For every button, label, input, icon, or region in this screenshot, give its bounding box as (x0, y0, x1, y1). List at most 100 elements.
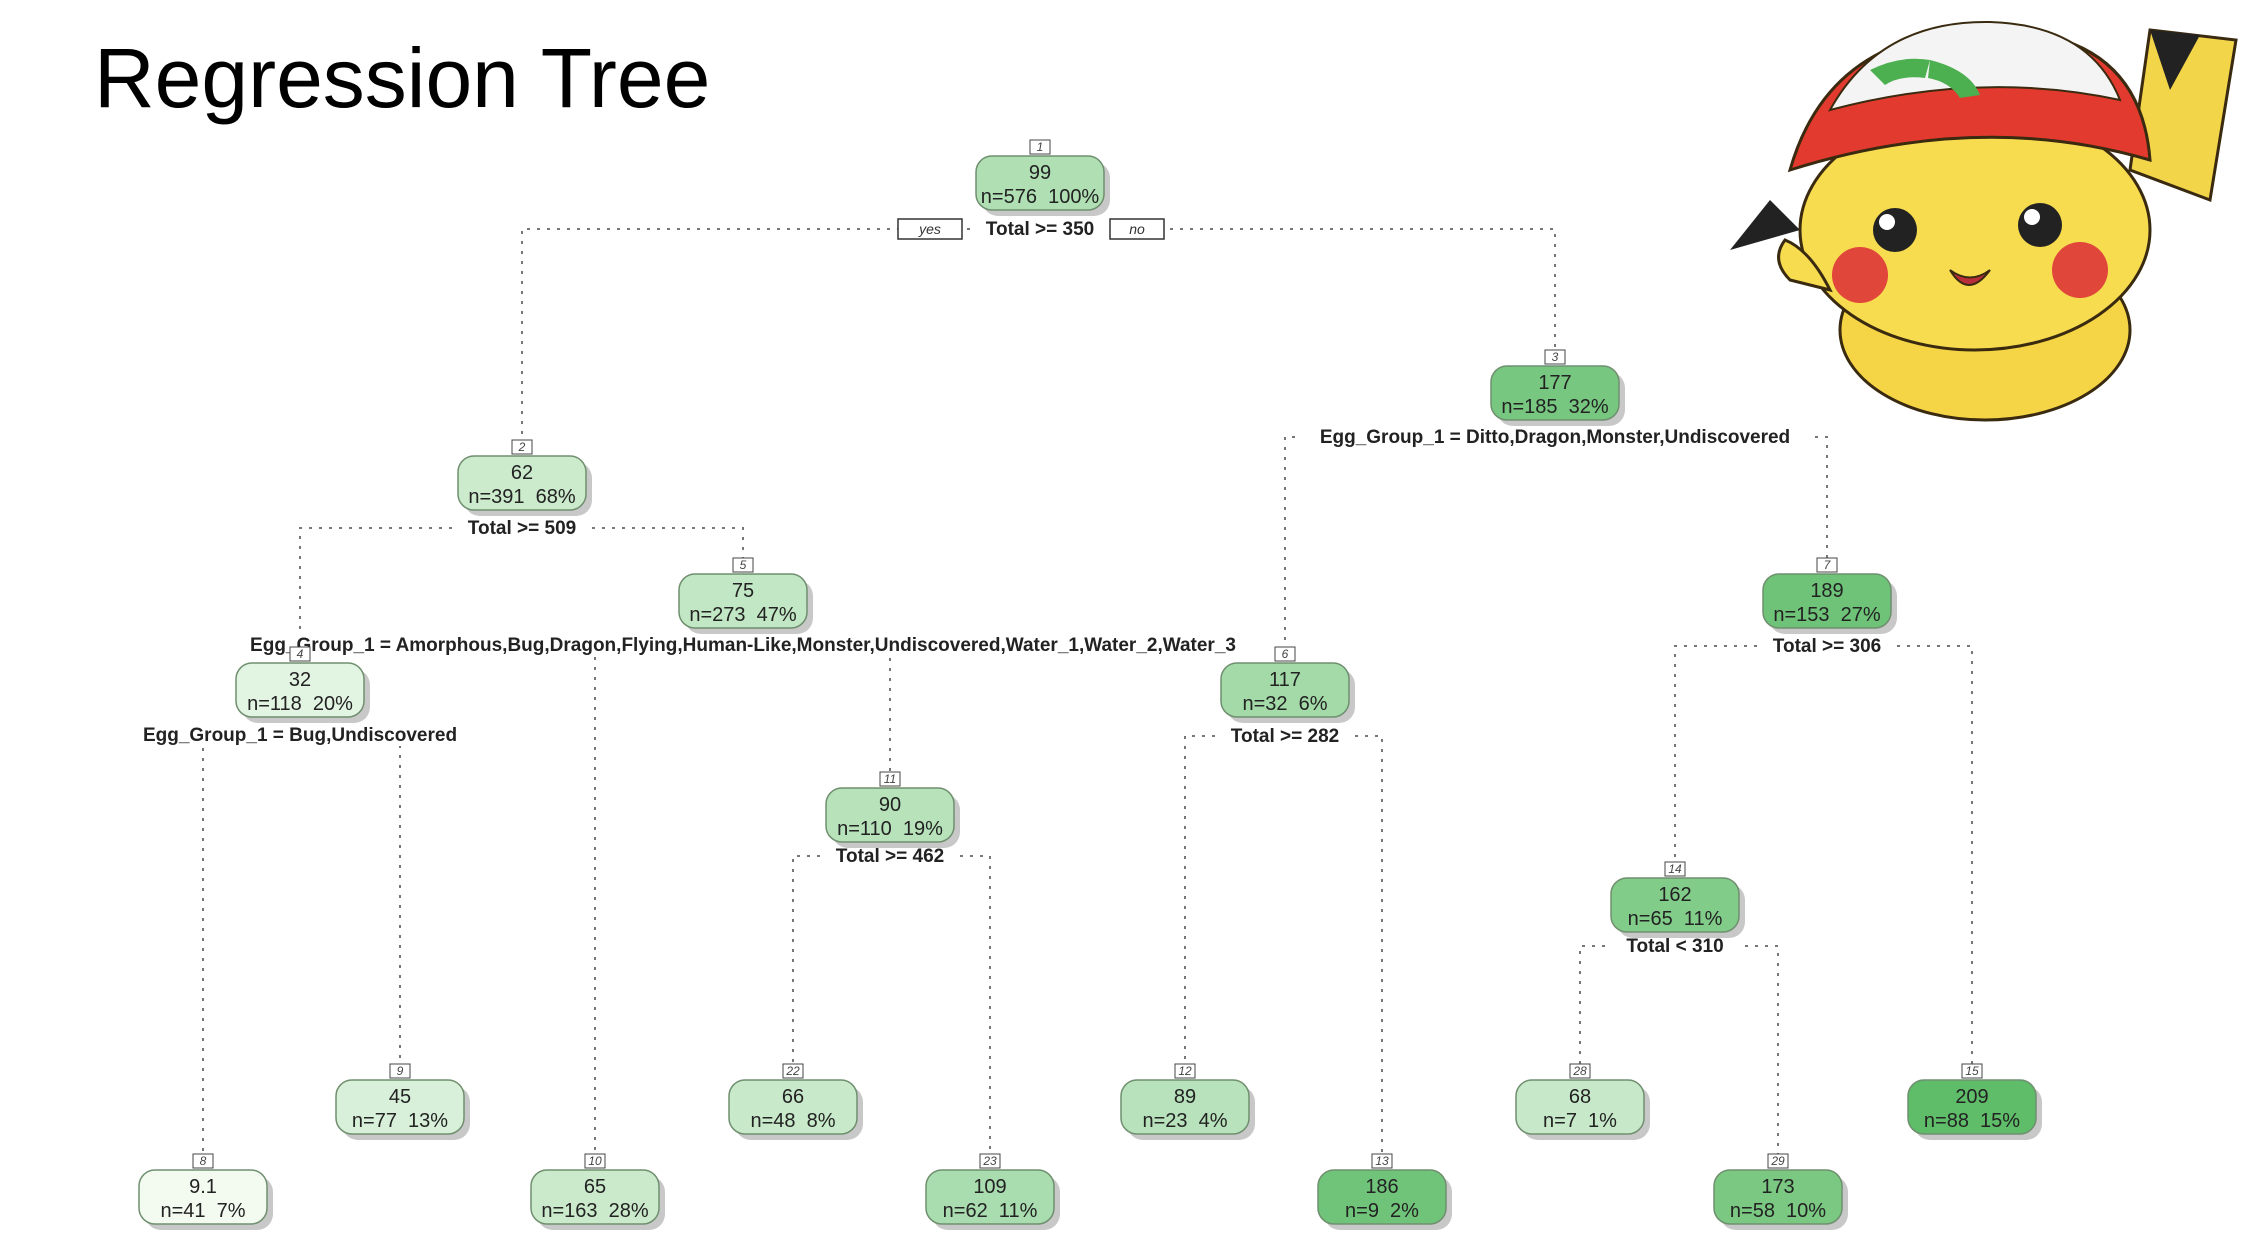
node-id: 7 (1824, 558, 1832, 572)
node-stats: n=576 100% (981, 186, 1100, 208)
node-value: 162 (1658, 884, 1691, 906)
tree-node-8: 89.1n=41 7% (138, 1153, 273, 1230)
tree-edge (1827, 645, 1973, 1067)
split-label-background (133, 722, 467, 746)
node-id: 14 (1668, 862, 1682, 876)
split-rule-11: Total >= 462 (836, 846, 944, 867)
page-title: Regression Tree (94, 31, 711, 125)
node-id: 10 (588, 1154, 602, 1168)
pikachu-illustration (1730, 20, 2238, 422)
split-label-background (452, 515, 592, 539)
node-box (457, 455, 587, 511)
tree-edge (1184, 735, 1285, 1067)
node-stats: n=32 6% (1242, 693, 1327, 715)
tree-edge (1579, 945, 1675, 1067)
node-box (1490, 365, 1620, 421)
node-value: 109 (973, 1176, 1006, 1198)
node-id-tag (1371, 1153, 1393, 1169)
tree-edge (300, 734, 401, 1067)
node-value: 75 (732, 580, 754, 602)
node-stats: n=153 27% (1773, 604, 1881, 626)
node-value: 117 (1269, 669, 1301, 691)
node-id: 1 (1037, 140, 1044, 154)
tree-edge (1284, 436, 1555, 650)
tree-edge (1675, 945, 1779, 1157)
node-box (1120, 1079, 1250, 1135)
node-value: 189 (1810, 580, 1843, 602)
split-rule-4: Egg_Group_1 = Bug,Undiscovered (143, 725, 457, 746)
node-id-tag (879, 771, 901, 787)
node-id-tag (1767, 1153, 1789, 1169)
node-id-tag (1569, 1063, 1591, 1079)
node-id: 6 (1282, 647, 1289, 661)
node-id: 15 (1965, 1064, 1979, 1078)
yes-branch-label: yes (897, 218, 963, 240)
node-id-tag (1816, 557, 1838, 573)
node-id-tag (979, 1153, 1001, 1169)
node-id: 23 (982, 1154, 997, 1168)
node-value: 65 (584, 1176, 606, 1198)
svg-text:no: no (1129, 221, 1145, 237)
node-box (1515, 1079, 1645, 1135)
node-value: 89 (1174, 1086, 1196, 1108)
node-stats: n=7 1% (1543, 1110, 1617, 1132)
node-id-tag (1029, 139, 1051, 155)
node-id: 3 (1552, 350, 1559, 364)
node-id-tag (732, 557, 754, 573)
node-box (975, 155, 1105, 211)
node-box (728, 1079, 858, 1135)
node-box (530, 1169, 660, 1225)
node-id-tag (192, 1153, 214, 1169)
node-id-tag (1274, 646, 1296, 662)
node-value: 66 (782, 1086, 804, 1108)
node-value: 186 (1365, 1176, 1398, 1198)
node-value: 62 (511, 462, 533, 484)
no-branch-label: no (1109, 218, 1165, 240)
split-rule-5: Egg_Group_1 = Amorphous,Bug,Dragon,Flyin… (250, 635, 1236, 656)
node-value: 45 (389, 1086, 411, 1108)
tree-edge (594, 644, 743, 1157)
node-stats: n=23 4% (1142, 1110, 1227, 1132)
node-id-tag (782, 1063, 804, 1079)
node-id-tag (1544, 349, 1566, 365)
node-id-tag (1961, 1063, 1983, 1079)
node-id: 8 (200, 1154, 207, 1168)
split-rule-14: Total < 310 (1626, 936, 1723, 957)
split-label-background (214, 632, 1272, 656)
node-box (1762, 573, 1892, 629)
tree-node-10: 10 65n=163 28% (530, 1153, 665, 1230)
node-id: 13 (1375, 1154, 1389, 1168)
node-box (1220, 662, 1350, 718)
svg-text:yes: yes (918, 221, 941, 237)
tree-edge (1555, 436, 1828, 561)
node-id: 22 (785, 1064, 800, 1078)
node-value: 68 (1569, 1086, 1591, 1108)
node-value: 32 (289, 669, 311, 691)
split-rule-7: Total >= 306 (1773, 636, 1881, 657)
node-id-tag (584, 1153, 606, 1169)
node-box (925, 1169, 1055, 1225)
tree-edge (743, 644, 891, 775)
node-value: 9.1 (189, 1176, 217, 1198)
node-id: 29 (1770, 1154, 1785, 1168)
split-rule-3: Egg_Group_1 = Ditto,Dragon,Monster,Undis… (1320, 427, 1790, 448)
node-stats: n=110 19% (837, 818, 943, 840)
node-value: 209 (1955, 1086, 1988, 1108)
tree-edge (1040, 228, 1556, 353)
node-stats: n=62 11% (943, 1200, 1038, 1222)
node-stats: n=163 28% (541, 1200, 649, 1222)
node-box (235, 662, 365, 718)
